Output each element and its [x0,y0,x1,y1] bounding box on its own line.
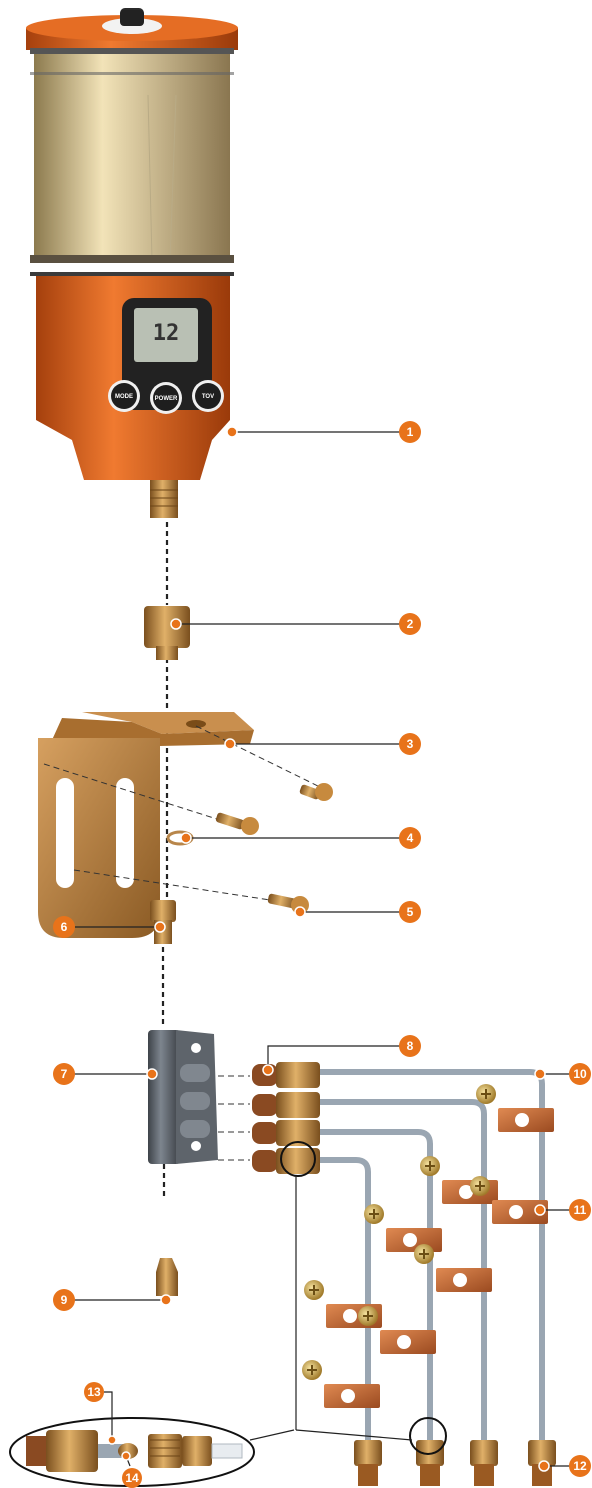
callout-3: 3 [399,733,421,755]
callout-1: 1 [399,421,421,443]
line-end-fitting [416,1440,444,1486]
callout-6: 6 [53,916,75,938]
manifold-plug [156,1258,178,1296]
callout-13-label: 13 [87,1385,101,1399]
elbow-fitting [150,900,176,944]
distribution-manifold [148,1030,218,1164]
lcd-value: 12 [153,321,180,346]
callout-3-label: 3 [407,737,414,751]
pipe-clamp [414,1244,492,1292]
callout-2-label: 2 [407,617,414,631]
mounting-bracket [38,712,254,938]
callout-4-label: 4 [407,831,414,845]
callout-10: 10 [569,1063,591,1085]
callout-13: 13 [84,1382,104,1402]
push-in-fitting [252,1092,320,1118]
callout-12-label: 12 [573,1459,587,1473]
leader-lines [64,431,570,1467]
push-in-fitting [252,1120,320,1146]
tov-button-label: TOV [202,394,214,400]
push-in-fitting [252,1148,320,1174]
pipe-clamp [358,1306,436,1354]
adapter-fitting [144,606,190,660]
detail-circle-line-end [409,1417,447,1455]
callout-11-label: 11 [574,1203,587,1217]
reservoir [34,50,230,260]
callout-9: 9 [53,1289,75,1311]
callout-5-label: 5 [407,905,414,919]
lubricator-unit: 12 MODE POWER TOV [26,8,238,518]
callout-9-label: 9 [61,1293,68,1307]
line-end-fitting [470,1440,498,1486]
callout-6-label: 6 [61,920,68,934]
callout-11: 11 [569,1199,591,1221]
line-end-fitting [354,1440,382,1486]
tov-button [195,383,221,409]
callout-8-label: 8 [407,1039,414,1053]
mode-button [111,383,137,409]
pipe-clamp [476,1084,554,1132]
callout-5: 5 [399,901,421,923]
callout-10-label: 10 [573,1067,587,1081]
power-button-label: POWER [155,396,178,402]
callout-12: 12 [569,1455,591,1477]
callout-14: 14 [122,1468,142,1488]
power-button [153,385,179,411]
detail-inset [9,1141,447,1487]
outlet-thread [150,480,178,518]
callout-7-label: 7 [61,1067,68,1081]
callout-4: 4 [399,827,421,849]
callout-2: 2 [399,613,421,635]
pipe-clamp [302,1360,380,1408]
callout-1-label: 1 [407,425,414,439]
callout-8: 8 [399,1035,421,1057]
callout-14-label: 14 [125,1471,139,1485]
lcd-display [134,308,198,362]
pipe-clamps [302,1084,554,1408]
attachment-dots [107,426,550,1472]
pipe-clamp [470,1176,548,1224]
detail-circle-fitting [280,1141,316,1177]
mode-button-label: MODE [115,394,133,400]
push-in-fitting [252,1062,320,1088]
callout-7: 7 [53,1063,75,1085]
